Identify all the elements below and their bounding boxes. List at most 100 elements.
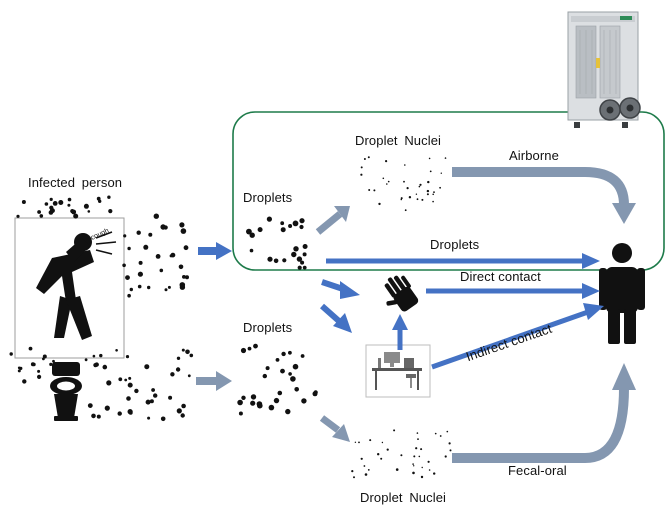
droplet-dot [393, 429, 396, 432]
droplet-dot [176, 408, 182, 414]
droplet-dot [385, 160, 388, 163]
toilet-icon [50, 362, 82, 421]
droplet-dot [353, 476, 355, 479]
droplet-dot [416, 198, 419, 201]
droplet-dot [153, 393, 158, 398]
droplet-dot [382, 177, 385, 180]
droplet-dot [153, 213, 159, 219]
droplet-dot [408, 196, 412, 199]
droplet-dot [129, 287, 133, 292]
droplets-top-label: Droplets [243, 190, 293, 205]
direct-contact-label: Direct contact [460, 269, 541, 284]
droplet-dot [297, 265, 302, 270]
droplet-dot [93, 363, 98, 368]
droplet-dot [444, 455, 447, 458]
droplet-dot [148, 232, 153, 237]
coughing-person-frame [14, 217, 125, 359]
droplet-dot [67, 203, 71, 207]
droplet-dot [404, 164, 406, 166]
droplet-dot [427, 460, 430, 463]
coughing-person-icon [36, 231, 117, 340]
droplet-dot [351, 470, 354, 473]
source-to-nuclei-arrow-top [315, 206, 350, 235]
droplet-dot [367, 469, 370, 471]
droplet-dot [237, 399, 243, 406]
droplet-dot [91, 413, 96, 419]
droplet-dot [168, 395, 173, 400]
droplet-dot [187, 374, 191, 378]
droplet-dot [28, 346, 33, 351]
droplet-dot [185, 275, 189, 280]
desk-to-hand-arrow [392, 314, 408, 350]
droplet-dot [368, 189, 371, 191]
droplet-dot [137, 271, 143, 277]
airborne-label: Airborne [509, 148, 559, 163]
droplet-dot [439, 435, 442, 437]
droplet-dot [267, 256, 273, 262]
droplet-dot [92, 354, 96, 358]
droplet-dot [418, 185, 421, 188]
droplet-dot [354, 441, 357, 443]
fecal-oral-route-arrow [452, 387, 629, 463]
droplet-dot [147, 285, 151, 290]
droplet-dot [406, 187, 409, 190]
droplet-dot [412, 471, 415, 475]
droplet-dot [182, 275, 186, 279]
droplet-dot [17, 369, 21, 373]
droplet-dot [400, 454, 403, 457]
droplet-dot [386, 448, 389, 451]
droplet-dot [84, 358, 88, 362]
droplet-dot [49, 205, 54, 210]
droplet-dot [147, 416, 151, 420]
droplet-dot [67, 197, 72, 202]
droplet-dot [149, 399, 154, 404]
droplet-dot [96, 414, 101, 419]
droplet-dot [428, 157, 431, 160]
droplet-dot [21, 200, 26, 204]
droplets-to-nuclei-arrow-bottom [319, 415, 350, 442]
airborne-zone-frame [232, 111, 665, 271]
droplet-dot [358, 441, 360, 444]
toilet-to-droplets-arrow [196, 371, 232, 391]
droplet-dot [127, 246, 131, 251]
droplet-dot [429, 170, 432, 173]
droplet-dot [144, 364, 150, 370]
droplet-dot [446, 430, 449, 433]
droplet-dot [102, 364, 108, 370]
droplet-dot [291, 251, 297, 258]
droplet-dot [367, 156, 370, 159]
droplet-dot [273, 397, 280, 404]
droplet-dot [363, 158, 366, 160]
droplet-dot [253, 343, 258, 349]
droplet-dot [32, 362, 36, 367]
droplet-dot [293, 246, 299, 252]
droplet-dot [432, 200, 434, 203]
droplet-dot [403, 180, 405, 183]
droplet-dot [240, 347, 247, 354]
droplet-dot [273, 258, 279, 264]
infected-person-label: Infected person [28, 175, 123, 190]
droplet-dot [117, 411, 122, 416]
droplet-dot [151, 388, 156, 392]
droplet-dot [125, 355, 130, 359]
droplet-dot [387, 180, 390, 183]
droplet-dot [99, 353, 103, 358]
droplet-dot [123, 234, 127, 238]
droplet-dot [126, 396, 131, 401]
droplet-dot [164, 288, 168, 292]
droplet-dot [49, 197, 53, 201]
droplet-dot [170, 372, 175, 377]
droplet-dot [44, 202, 49, 206]
droplet-dot [419, 183, 422, 186]
droplet-dot [439, 186, 441, 189]
droplet-dot [16, 214, 20, 218]
droplet-dot [179, 222, 185, 228]
droplet-dot [183, 245, 189, 251]
droplet-dot [128, 410, 133, 415]
droplet-dot [378, 202, 381, 206]
droplet-dot [96, 196, 101, 201]
droplet-dot [421, 198, 424, 201]
droplet-dot [292, 220, 299, 227]
